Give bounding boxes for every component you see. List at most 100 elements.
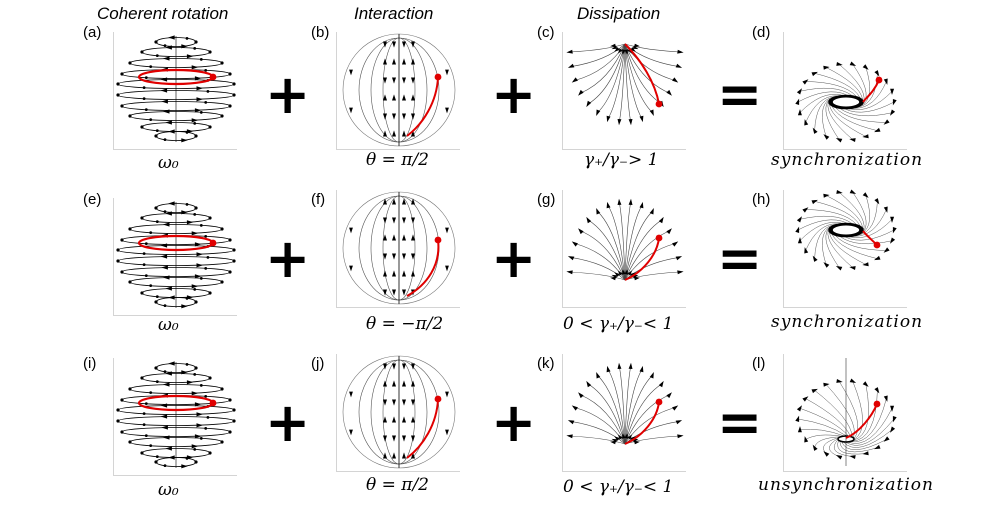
plus-sign: + (265, 227, 311, 290)
flow-arrowhead (890, 426, 896, 433)
limit-cycle (837, 435, 855, 443)
orbit-point (140, 376, 144, 380)
panel-label-l: (l) (752, 355, 766, 372)
flow-arrowhead (628, 198, 633, 205)
dissipation-streamline (580, 394, 626, 445)
dissipation-streamline (624, 394, 670, 445)
result-streamline (805, 223, 837, 251)
flow-arrowhead (383, 270, 387, 277)
flow-arrowhead (811, 199, 818, 205)
red-start-point (873, 400, 881, 408)
dissipation-streamline (624, 43, 679, 67)
orbit-point (116, 419, 120, 423)
result-streamline (805, 209, 857, 225)
result-streamline (827, 102, 853, 140)
flow-arrowhead (349, 429, 353, 436)
flow-arrowhead (383, 416, 387, 423)
flow-arrowhead (610, 43, 616, 48)
flow-arrowhead (165, 286, 172, 291)
flow-arrowhead (196, 423, 203, 428)
result-streamline (823, 437, 839, 454)
flow-arrowhead (165, 211, 172, 216)
flow-arrowhead (402, 94, 406, 101)
flow-arrowhead (161, 425, 168, 430)
flow-arrowhead (634, 276, 640, 281)
orbit-point (204, 69, 208, 72)
orbit-point (144, 402, 148, 405)
result-streamline (825, 384, 855, 438)
orbit-point (208, 50, 212, 54)
flow-arrowhead (160, 243, 168, 248)
flow-arrowhead (862, 262, 869, 267)
red-start-point (209, 239, 217, 247)
flow-arrowhead (402, 270, 406, 277)
result-streamline (850, 91, 893, 110)
red-start-point (434, 73, 442, 81)
orbit-point (232, 82, 236, 86)
panel-b-interaction-flow (336, 32, 460, 150)
orbit-point (149, 391, 153, 394)
flow-arrowhead (383, 452, 387, 459)
flow-arrowhead (567, 63, 575, 68)
flow-arrowhead (168, 455, 175, 460)
orbit-point (154, 460, 158, 464)
result-streamline (835, 235, 887, 251)
flow-arrowhead (862, 134, 869, 139)
flow-arrowhead (802, 396, 809, 402)
orbit-point (228, 430, 232, 434)
flow-arrowhead (627, 48, 633, 54)
flow-arrowhead (392, 270, 396, 277)
flow-arrowhead (402, 380, 406, 387)
orbit-point (149, 231, 153, 234)
dissipation-streamline (607, 43, 626, 119)
dissipation-streamline (624, 205, 643, 281)
flow-arrowhead (392, 363, 396, 370)
orbit-point (193, 373, 197, 376)
result-streamline (799, 222, 842, 241)
orbit-point (185, 297, 189, 300)
flow-arrowhead (411, 380, 415, 387)
orbit-point (194, 300, 198, 304)
flow-arrowhead (675, 256, 683, 261)
flow-arrowhead (890, 405, 895, 412)
flow-arrowhead (194, 242, 202, 247)
flow-arrowhead (622, 433, 626, 439)
result-streamline (797, 418, 847, 437)
panel-d-result-flow (783, 32, 907, 150)
result-streamline (805, 81, 857, 97)
flow-arrowhead (383, 380, 387, 387)
result-streamline (835, 107, 887, 123)
orbit-point (155, 220, 159, 223)
orbit-point (208, 291, 212, 295)
dissipation-streamline (624, 202, 631, 281)
orbit-point (128, 387, 132, 391)
flow-arrowhead (835, 455, 843, 460)
orbit-point (142, 423, 146, 426)
flow-arrowhead (804, 436, 809, 443)
flow-arrowhead (392, 399, 396, 406)
result-streamline (814, 201, 861, 226)
flow-arrowhead (402, 399, 406, 406)
panel-label-h: (h) (752, 191, 771, 208)
flow-arrowhead (658, 216, 664, 224)
flow-arrowhead (402, 253, 406, 260)
flow-arrowhead (797, 237, 802, 244)
flow-arrowhead (614, 272, 620, 277)
flow-arrowhead (883, 119, 890, 125)
flow-arrowhead (349, 391, 353, 398)
orbit-point (116, 248, 120, 252)
orbit-point (208, 216, 212, 220)
result-streamline (837, 440, 866, 455)
flow-arrowhead (622, 49, 626, 55)
flow-arrowhead (160, 88, 168, 93)
result-streamline (805, 434, 842, 440)
orbit-point (199, 58, 203, 61)
flow-arrowhead (672, 241, 679, 247)
panel-k-dissipation-flow (562, 354, 686, 472)
orbit-point (208, 451, 212, 455)
orbit-point (193, 448, 197, 451)
caption-result: synchronization (771, 150, 924, 170)
flow-arrowhead (890, 88, 895, 95)
orbit-point (228, 104, 232, 108)
dissipation-streamline (571, 43, 626, 67)
